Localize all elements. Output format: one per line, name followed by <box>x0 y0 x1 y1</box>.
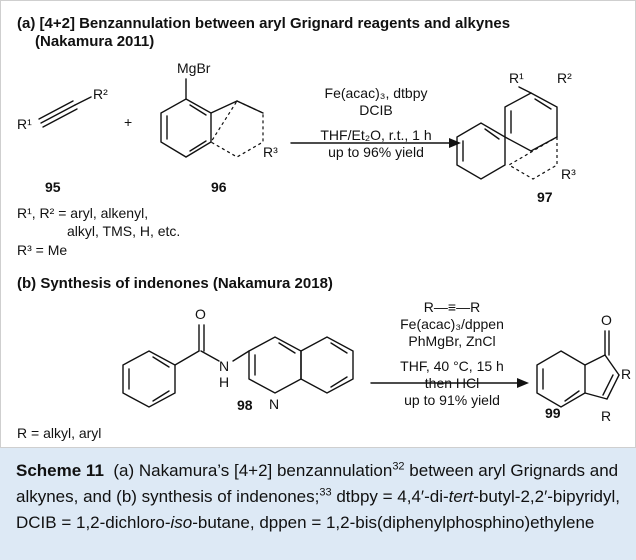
caption-text: (a) Nakamura’s [4+2] benzannulation <box>113 461 393 480</box>
scheme-figure: (a) [4+2] Benzannulation between aryl Gr… <box>0 0 636 448</box>
r1-label-97: R¹ <box>509 70 524 86</box>
scheme-a-note: R³ = Me <box>17 242 68 258</box>
scheme-b-note: R = alkyl, aryl <box>17 425 102 441</box>
alkyne-95: R¹ R² <box>17 86 108 132</box>
caption-text: -butane, dppen = 1,2-bis(diphenylphosphi… <box>192 513 595 532</box>
oxygen-label: O <box>195 306 206 322</box>
condition-line: THF/Et₂O, r.t., 1 h <box>320 127 432 143</box>
caption-text: dtbpy = 4,4′-di- <box>331 487 449 506</box>
compound-label-99: 99 <box>545 405 561 421</box>
r3-label-97: R³ <box>561 166 576 182</box>
compound-label-98: 98 <box>237 397 253 413</box>
indenone-oxygen-label: O <box>601 312 612 328</box>
caption-italic: tert <box>448 487 474 506</box>
condition-line: Fe(acac)₃/dppen <box>400 316 504 332</box>
indenone-r3-label: R <box>601 408 611 424</box>
condition-line: DCIB <box>359 102 393 118</box>
indenone-99: O R R <box>536 312 631 424</box>
compound-label-95: 95 <box>45 179 61 195</box>
scheme-b-title: (b) Synthesis of indenones (Nakamura 201… <box>17 275 333 292</box>
caption-ref-32: 32 <box>392 460 405 473</box>
hydrogen-label: H <box>219 374 229 390</box>
nitrogen-label: N <box>219 358 229 374</box>
reaction-arrow-a <box>290 138 461 148</box>
alkyne-reagent: R—≡—R <box>423 299 481 315</box>
mgbr-label: MgBr <box>177 60 211 76</box>
compound-label-97: 97 <box>537 189 553 205</box>
condition-line: up to 91% yield <box>404 392 500 408</box>
scheme-a-title-line2: (Nakamura 2011) <box>35 33 155 50</box>
compound-label-96: 96 <box>211 179 227 195</box>
caption-ref-33: 33 <box>319 486 332 499</box>
phenanthrene-97: R¹ R² R³ <box>456 70 576 182</box>
scheme-b-structures: O N H N O <box>122 306 631 424</box>
condition-line: then HCl <box>424 375 480 391</box>
condition-line: THF, 40 °C, 15 h <box>400 358 504 374</box>
scheme-a-note: R¹, R² = aryl, alkenyl, <box>17 205 149 221</box>
scheme-a-title-line1: (a) [4+2] Benzannulation between aryl Gr… <box>17 15 511 32</box>
caption-label: Scheme 11 <box>16 461 104 480</box>
condition-line: up to 96% yield <box>328 144 424 160</box>
scheme-caption: Scheme 11 (a) Nakamura’s [4+2] benzannul… <box>0 448 636 560</box>
scheme-a-note: alkyl, TMS, H, etc. <box>67 223 181 239</box>
quinoline-nitrogen-label: N <box>269 396 279 412</box>
scheme-a-structures: R¹ R² + MgBr R³ <box>17 60 576 182</box>
scheme-b-conditions: R—≡—R Fe(acac)₃/dppen PhMgBr, ZnCl THF, … <box>377 299 527 409</box>
amide-98: O N H N <box>122 306 354 412</box>
caption-text: -butyl-2,2′-bipyridyl, DCIB = 1,2-dichlo… <box>16 487 621 532</box>
caption-text: between aryl Grignards and alkynes, and … <box>16 461 619 506</box>
condition-line: Fe(acac)₃, dtbpy <box>324 85 428 101</box>
scheme-a-title: (a) [4+2] Benzannulation between aryl Gr… <box>17 15 510 51</box>
biaryl-grignard-96: MgBr R³ <box>160 60 278 160</box>
indenone-r2-label: R <box>621 366 631 382</box>
r2-label-97: R² <box>557 70 572 86</box>
scheme-a-conditions: Fe(acac)₃, dtbpy DCIB THF/Et₂O, r.t., 1 … <box>301 85 451 161</box>
caption-italic: iso <box>170 513 193 532</box>
plus-sign: + <box>124 114 132 130</box>
alkyne-r1-label: R¹ <box>17 116 32 132</box>
condition-line: PhMgBr, ZnCl <box>408 333 496 349</box>
r3-label-96: R³ <box>263 144 278 160</box>
alkyne-r2-label: R² <box>93 86 108 102</box>
reaction-arrow-b <box>370 378 529 388</box>
